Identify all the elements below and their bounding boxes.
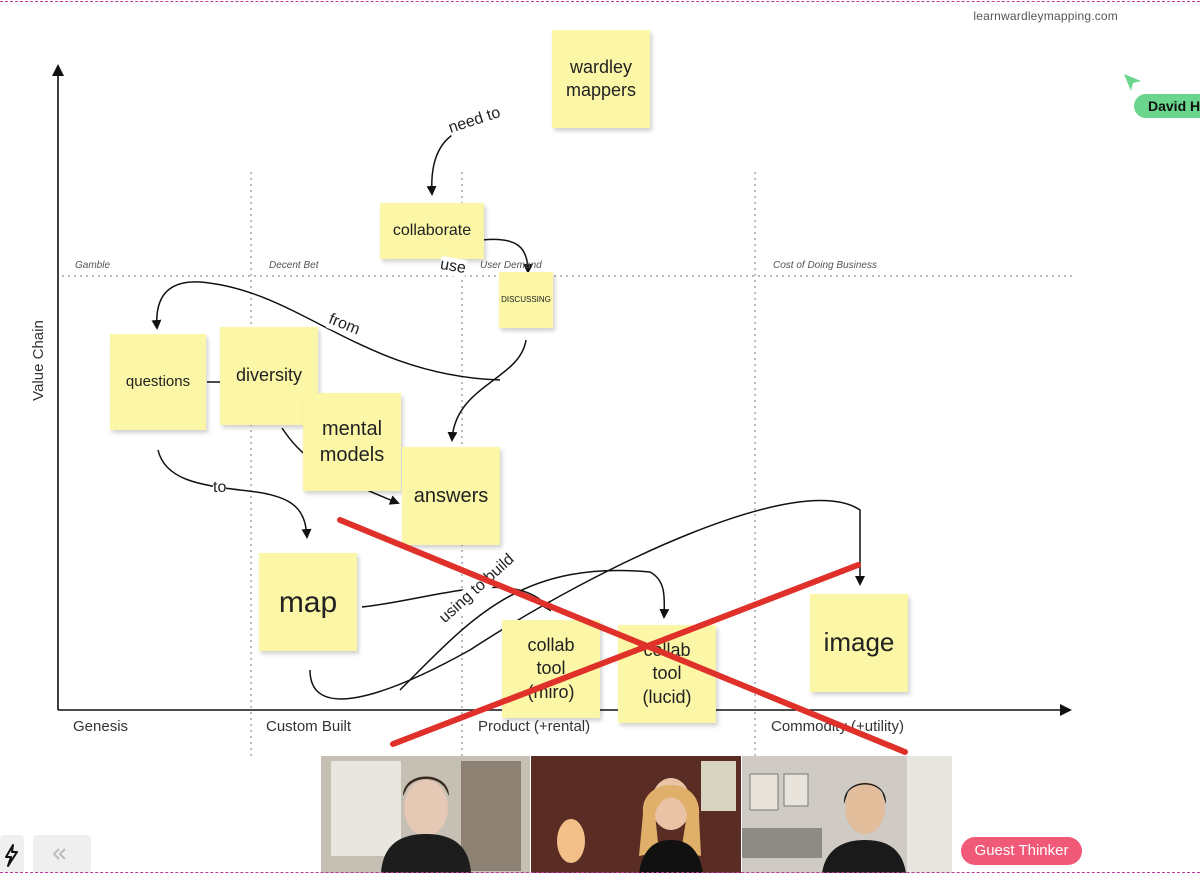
lightning-icon xyxy=(5,844,18,867)
y-axis-label: Value Chain xyxy=(29,320,47,401)
sticky-wardley-mappers[interactable]: wardley mappers xyxy=(552,30,650,128)
participant-1-video xyxy=(321,756,530,873)
bottom-dashed-border xyxy=(0,872,1200,873)
band-label-decent-bet: Decent Bet xyxy=(269,260,319,271)
sticky-diversity[interactable]: diversity xyxy=(220,327,318,425)
cursor-icon xyxy=(1124,74,1141,91)
stage-label-product: Product (+rental) xyxy=(478,718,591,735)
video-tile-participant-2[interactable] xyxy=(531,756,741,873)
sticky-collab-tool-miro[interactable]: collab tool (miro) xyxy=(502,620,600,718)
sticky-discussing[interactable]: DISCUSSING xyxy=(499,272,553,328)
site-url: learnwardleymapping.com xyxy=(973,9,1118,23)
guest-thinker-badge: Guest Thinker xyxy=(961,837,1082,865)
sticky-image[interactable]: image xyxy=(810,594,908,692)
sticky-collaborate[interactable]: collaborate xyxy=(380,203,484,259)
participant-3-video xyxy=(742,756,952,873)
double-chevron-left-icon xyxy=(52,848,66,860)
band-label-cost-of-doing-business: Cost of Doing Business xyxy=(773,260,877,271)
stage-label-custom-built: Custom Built xyxy=(266,718,352,735)
sticky-answers[interactable]: answers xyxy=(402,447,500,545)
edge-label-to: to xyxy=(213,479,227,497)
band-label-user-demand: User Demand xyxy=(480,260,542,271)
arrow-to xyxy=(157,449,312,539)
sticky-mental-models[interactable]: mental models xyxy=(303,393,401,491)
participant-2-video xyxy=(531,756,741,873)
top-dashed-border xyxy=(0,1,1200,2)
band-label-gamble: Gamble xyxy=(75,260,111,271)
collaborator-cursor-tag: David H xyxy=(1134,94,1200,118)
video-tile-participant-3[interactable] xyxy=(742,756,952,873)
sticky-questions[interactable]: questions xyxy=(110,334,206,430)
sticky-map[interactable]: map xyxy=(259,553,357,651)
arrow-use xyxy=(481,238,533,274)
toolbar-collapse[interactable] xyxy=(33,835,91,873)
toolbar-lightning[interactable] xyxy=(0,835,24,873)
stage-label-genesis: Genesis xyxy=(73,718,129,735)
arrow-from xyxy=(151,281,501,381)
arrow-discussing-answers xyxy=(447,339,527,442)
arrow-need-to xyxy=(426,127,469,196)
stage-label-commodity: Commodity (+utility) xyxy=(771,718,904,735)
sticky-collab-tool-lucid[interactable]: collab tool (lucid) xyxy=(618,625,716,723)
video-tile-participant-1[interactable] xyxy=(321,756,530,873)
